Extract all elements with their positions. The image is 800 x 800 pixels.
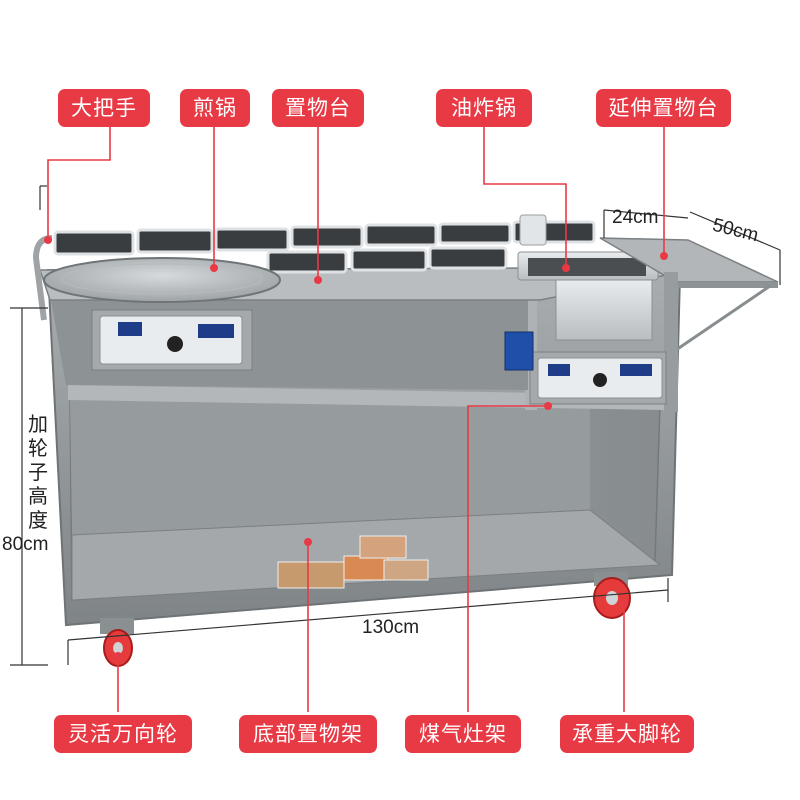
height-caption-char: 轮 [28, 436, 48, 460]
height-caption-char: 子 [28, 460, 48, 484]
label-extension-shelf: 延伸置物台 [596, 89, 731, 127]
label-swivel-wheel: 灵活万向轮 [54, 715, 192, 753]
deep-fryer-shape [517, 214, 659, 341]
dimension-lines [10, 185, 781, 666]
label-handle: 大把手 [58, 89, 150, 127]
stove-right [504, 331, 667, 405]
fry-pan-shape [43, 257, 281, 303]
label-deep-fryer: 油炸锅 [436, 89, 532, 127]
label-fry-pan: 煎锅 [180, 89, 250, 127]
leader-lines [47, 126, 665, 712]
food-pans [53, 220, 596, 274]
dimension-width: 130cm [362, 617, 420, 638]
label-bottom-rack: 底部置物架 [239, 715, 377, 753]
dimension-shelf-depth: 24cm [612, 207, 659, 228]
extension-shelf-shape [599, 237, 779, 412]
stove-left [91, 309, 253, 371]
label-gas-stove-rack: 煤气灶架 [405, 715, 521, 753]
bottom-shelf-items [277, 535, 429, 589]
height-caption-char: 高 [28, 484, 48, 508]
height-caption-char: 加 [28, 412, 48, 436]
dimension-height-caption: 加 轮 子 高 度 [26, 412, 50, 532]
label-heavy-wheel: 承重大脚轮 [560, 715, 694, 753]
dimension-height: 80cm [2, 534, 49, 555]
height-caption-char: 度 [28, 508, 48, 532]
label-shelf: 置物台 [272, 89, 364, 127]
